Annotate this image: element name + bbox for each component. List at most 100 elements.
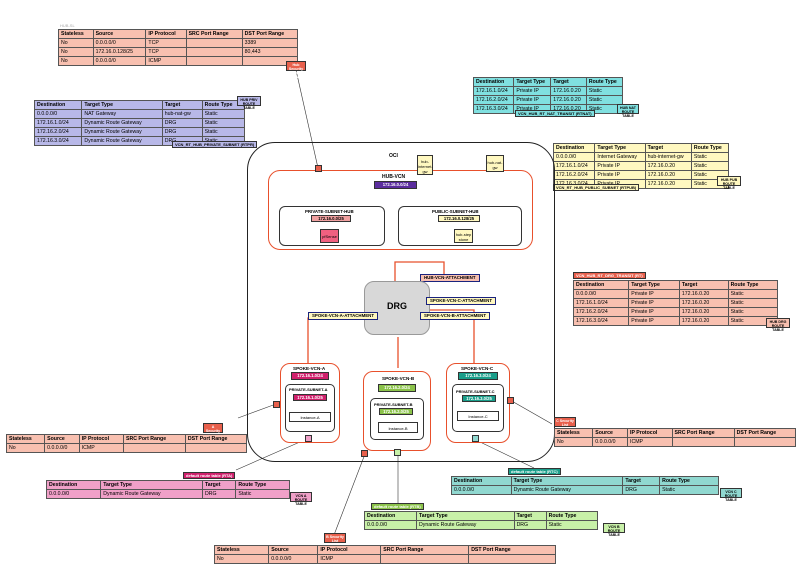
- step-stone-instance[interactable]: hub-step stone: [454, 229, 473, 243]
- hub-vcn-cidr: 172.16.0.0/24: [374, 181, 417, 189]
- internet-gateway-icon: hub-internet-gw: [417, 155, 433, 175]
- spoke-c-subnet-cidr: 172.16.3.0/25: [462, 395, 496, 402]
- table-cell: 172.16.0.20: [550, 95, 587, 105]
- b-security-link: [333, 453, 366, 536]
- table-cell: Private IP: [628, 316, 680, 326]
- table-cell: Static: [201, 109, 246, 119]
- table-cell: 0.0.0.0/0: [92, 38, 147, 48]
- b-security-tag: B Security List TABLE: [324, 533, 346, 547]
- hub-private-subnet-cidr: 172.16.0.0/25: [311, 215, 351, 222]
- c-rt-link: [475, 439, 535, 469]
- table-cell: 172.16.3.0/24: [33, 136, 83, 146]
- table-cell: 0.0.0.0/0: [552, 152, 596, 162]
- table-cell: Dynamic Route Gateway: [81, 118, 163, 128]
- table-cell: Static: [235, 489, 290, 499]
- table-cell: ICMP: [78, 443, 125, 453]
- hub-nat-rt-label: VCN_HUB_RT_NAT_TRANSIT (RTNAT): [515, 110, 595, 117]
- table-cell: 172.16.0.20: [678, 289, 729, 299]
- hub-public-note: HUB PUB ROUTE TABLE: [717, 176, 741, 190]
- spoke-c-rt-icon: [472, 435, 479, 442]
- table-cell: Internet Gateway: [594, 152, 646, 162]
- table-cell: 0.0.0.0/0: [268, 554, 319, 564]
- table-cell: 0.0.0.0/0: [364, 520, 417, 530]
- table-cell: hub-internet-gw: [644, 152, 692, 162]
- table-cell: 0.0.0.0/0: [592, 437, 629, 447]
- table-cell: ICMP: [145, 56, 187, 66]
- table-cell: Dynamic Route Gateway: [510, 485, 624, 495]
- spoke-b-cidr: 172.16.2.0/24: [378, 384, 416, 392]
- table-cell: Static: [201, 127, 246, 137]
- spoke-b-subnet-cidr: 172.16.2.0/25: [379, 408, 413, 415]
- table-cell: Static: [727, 298, 779, 308]
- table-cell: Static: [690, 152, 730, 162]
- table-cell: DRG: [622, 485, 661, 495]
- table-cell: [185, 38, 243, 48]
- table-cell: 0.0.0.0/0: [33, 109, 83, 119]
- instance-a[interactable]: Instance-A: [289, 412, 331, 422]
- table-cell: 172.16.1.0/24: [572, 298, 630, 308]
- spoke-c-subnet-title: PRIVATE-SUBNET-C: [456, 389, 495, 394]
- pfsense-instance[interactable]: pfSense: [320, 229, 339, 243]
- table-cell: ICMP: [627, 437, 673, 447]
- drg-transit-rt-label: VCN_HUB_RT_DRG_TRANSIT (RT): [573, 272, 646, 279]
- table-cell: [123, 443, 186, 453]
- table-cell: DRG: [513, 520, 547, 530]
- table-cell: 0.0.0.0/0: [45, 489, 102, 499]
- table-cell: 172.16.1.0/24: [33, 118, 83, 128]
- table-cell: 172.16.3.0/24: [572, 316, 630, 326]
- hub-drg-link: [394, 261, 445, 282]
- table-cell: [380, 554, 470, 564]
- hub-vcn: [268, 170, 533, 250]
- spoke-a-subnet-title: PRIVATE-SUBNET-A: [289, 387, 328, 392]
- table-cell: 172.16.0.128/25: [92, 47, 147, 57]
- table-cell: No: [58, 47, 94, 57]
- spoke-a-cidr: 172.16.1.0/24: [291, 372, 329, 380]
- table-cell: Static: [659, 485, 719, 495]
- table-cell: Static: [727, 307, 779, 317]
- table-cell: 172.16.2.0/24: [472, 95, 515, 105]
- table-cell: [671, 437, 735, 447]
- instance-b[interactable]: Instance-B: [378, 422, 418, 433]
- oci-label: OCI: [389, 153, 398, 159]
- table-cell: [185, 56, 243, 66]
- table-cell: 0.0.0.0/0: [451, 485, 512, 495]
- a-security-tag: A Security List TABLE: [203, 423, 223, 441]
- instance-c[interactable]: Instance-C: [457, 411, 499, 421]
- table-cell: Private IP: [594, 170, 646, 180]
- table-cell: No: [5, 443, 46, 453]
- table-cell: 172.16.0.20: [678, 316, 729, 326]
- spoke-b-security-icon: [361, 450, 368, 457]
- table-cell: 172.16.0.20: [678, 298, 729, 308]
- table-cell: 0.0.0.0/0: [92, 56, 147, 66]
- table-cell: DRG: [161, 127, 203, 137]
- table-cell: 80,443: [241, 47, 299, 57]
- nat-gateway-icon: hub-nat-gw: [486, 155, 504, 172]
- spoke-b-attachment: SPOKE-VCN-B-ATTACHMENT: [420, 312, 491, 320]
- table-cell: Dynamic Route Gateway: [100, 489, 203, 499]
- table-cell: [184, 443, 248, 453]
- spoke-c-cidr: 172.16.3.0/24: [458, 372, 498, 380]
- table-cell: [185, 47, 243, 57]
- table-cell: DRG: [161, 118, 203, 128]
- a-rt-note: VCN A ROUTE TABLE: [290, 492, 312, 506]
